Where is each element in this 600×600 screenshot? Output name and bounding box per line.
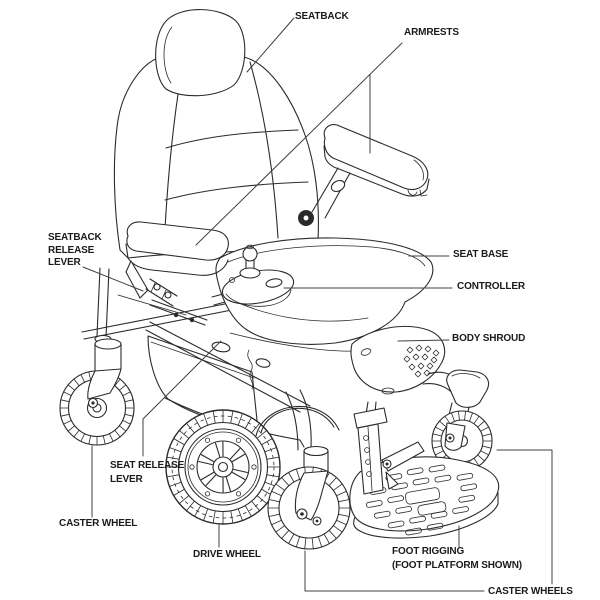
label-caster-wheel: CASTER WHEEL: [59, 518, 138, 529]
label-armrests: ARMRESTS: [404, 27, 459, 38]
label-seatback-release-lever: SEATBACK RELEASE LEVER: [48, 232, 102, 268]
armrest-right-shape: [298, 124, 430, 226]
drive-wheel-shape: [165, 406, 340, 525]
leader-lines: [82, 17, 553, 592]
leader-caster-wheels: [304, 449, 553, 592]
controller-shape: [221, 244, 295, 307]
label-seatback: SEATBACK: [295, 11, 349, 22]
leader-seatback-release-lever: [82, 266, 144, 292]
leader-body-shroud: [397, 339, 450, 342]
leader-seatback: [246, 17, 295, 73]
armrest-left-shape: [125, 221, 229, 276]
caster-wheel-front-left-shape: [59, 338, 135, 446]
label-seat-release-lever: SEAT RELEASE LEVER: [110, 460, 185, 485]
seatback-release-lever-shape: [94, 260, 187, 344]
headrest-shape: [155, 9, 246, 97]
label-controller: CONTROLLER: [457, 281, 525, 292]
label-foot-rigging: FOOT RIGGING (FOOT PLATFORM SHOWN): [392, 546, 522, 571]
label-caster-wheels: CASTER WHEELS: [488, 586, 573, 597]
label-seat-base: SEAT BASE: [453, 249, 509, 260]
body-shroud-shape: [145, 321, 460, 451]
caster-wheel-rear-right-shape: [431, 369, 493, 472]
foot-rigging-shape: [353, 401, 425, 495]
leader-seat-release-lever: [142, 340, 222, 457]
label-drive-wheel: DRIVE WHEEL: [193, 549, 261, 560]
label-body-shroud: BODY SHROUD: [452, 333, 526, 344]
leader-armrests: [195, 42, 403, 246]
caster-wheel-front-center-shape: [267, 445, 351, 550]
